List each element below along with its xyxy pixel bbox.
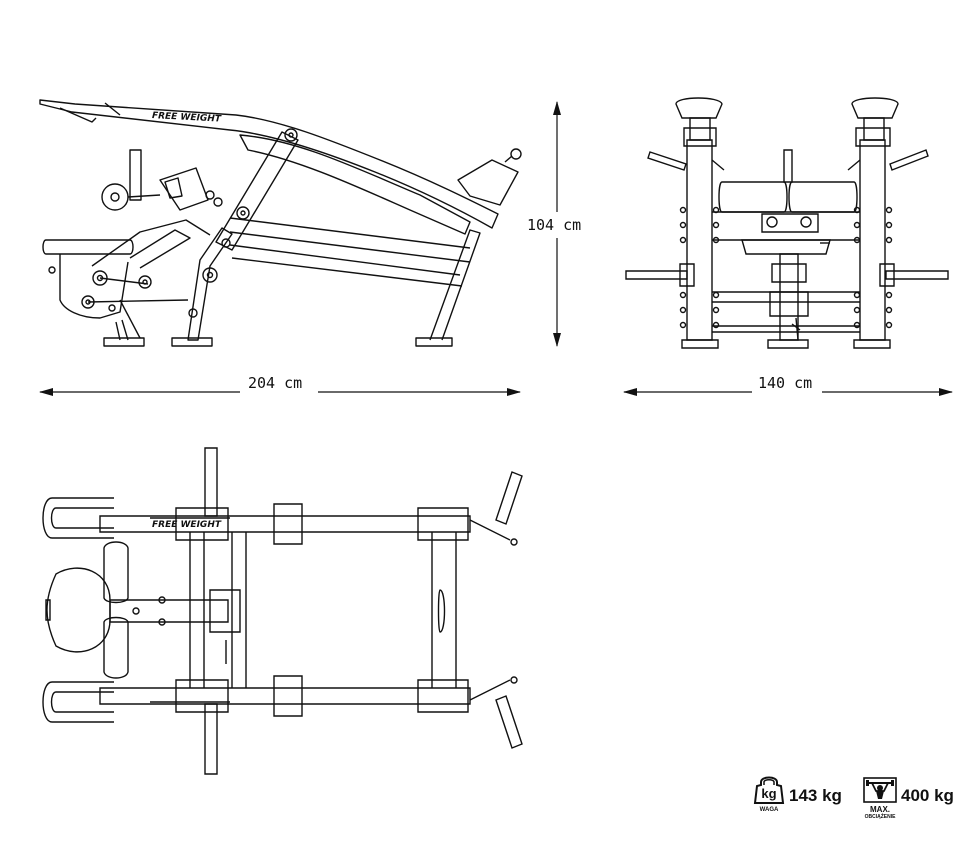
top-rail-brand-label: FREE WEIGHT: [152, 520, 222, 530]
height-dimension-label: 104 cm: [527, 216, 581, 234]
side-length-label: 204 cm: [248, 374, 302, 392]
front-view: [625, 97, 949, 349]
frame-brand-label: FREE WEIGHT: [152, 111, 222, 125]
weight-value: 143 kg: [789, 786, 842, 805]
max-load-value: 400 kg: [901, 786, 954, 805]
weight-icon-text: kg: [761, 786, 777, 801]
max-load-spec: MAX. OBCIĄŻENIE 400 kg: [862, 776, 954, 820]
weight-spec: kg WAGA 143 kg: [752, 776, 842, 816]
side-length-dimension: 204 cm: [39, 374, 521, 396]
weightlifter-icon: MAX. OBCIĄŻENIE: [862, 776, 898, 820]
front-width-dimension: 140 cm: [623, 374, 953, 396]
max-load-caption-line2: OBCIĄŻENIE: [864, 814, 896, 820]
weight-kettlebell-icon: kg WAGA: [752, 776, 786, 816]
side-view: FREE WEIGHT: [39, 99, 522, 347]
height-dimension: 104 cm: [527, 101, 581, 347]
top-view: [42, 447, 523, 775]
front-width-label: 140 cm: [758, 374, 812, 392]
weight-caption: WAGA: [759, 807, 779, 813]
max-load-caption-line1: MAX.: [870, 805, 890, 814]
